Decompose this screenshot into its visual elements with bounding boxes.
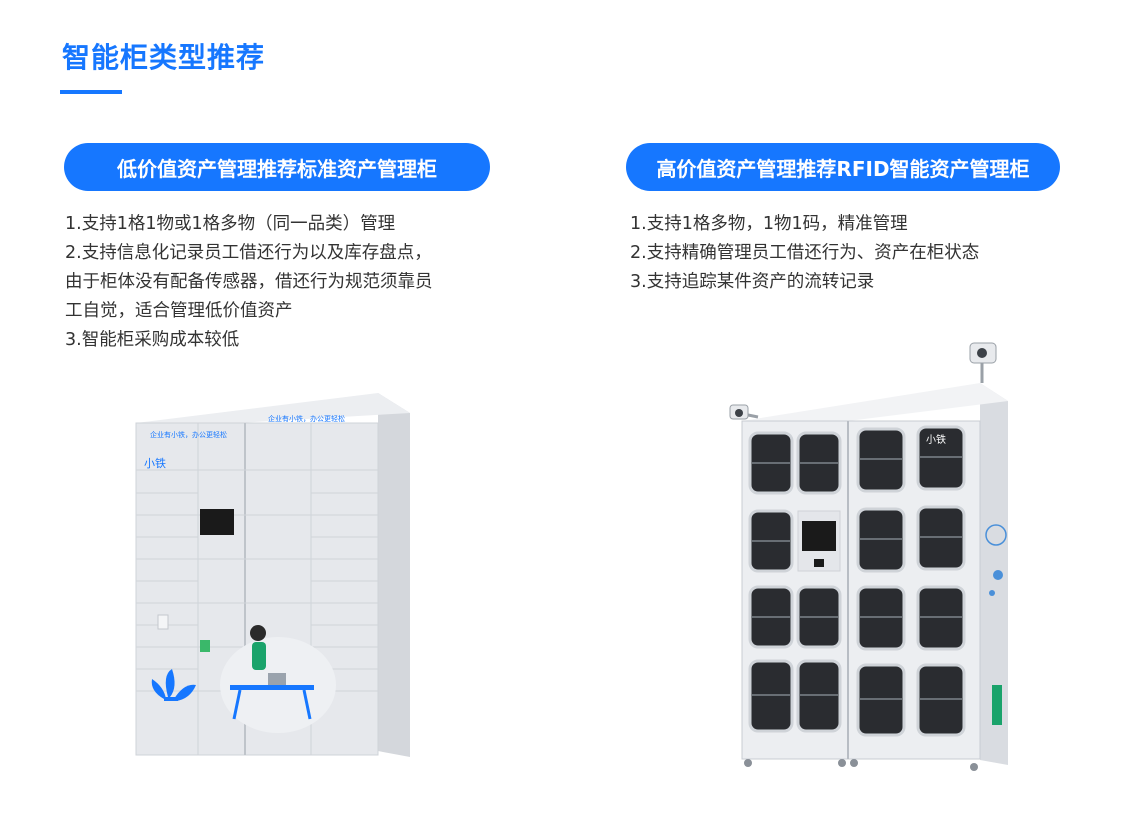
standard-asset-cabinet-image: 企业有小铁，办公更轻松 企业有小铁，办公更轻松 小铁 <box>135 393 410 757</box>
cabinet-screen <box>200 509 234 535</box>
title-underline <box>60 90 122 94</box>
left-feature-item: 2.支持信息化记录员工借还行为以及库存盘点， <box>65 243 432 263</box>
left-feature-list: 1.支持1格1物或1格多物（同一品类）管理 2.支持信息化记录员工借还行为以及库… <box>65 210 433 355</box>
right-section-heading: 高价值资产管理推荐RFID智能资产管理柜 <box>626 143 1060 191</box>
left-feature-item: 工自觉，适合管理低价值资产 <box>65 301 293 321</box>
right-feature-item: 2.支持精确管理员工借还行为、资产在柜状态 <box>630 243 980 263</box>
right-feature-item: 3.支持追踪某件资产的流转记录 <box>630 272 875 292</box>
cabinet-logo: 小铁 <box>926 433 946 446</box>
cabinet-slogan: 企业有小铁，办公更轻松 <box>268 414 345 423</box>
right-feature-list: 1.支持1格多物，1物1码，精准管理 2.支持精确管理员工借还行为、资产在柜状态… <box>630 210 979 297</box>
left-section-heading: 低价值资产管理推荐标准资产管理柜 <box>64 143 490 191</box>
camera-icon <box>969 342 997 383</box>
page-title: 智能柜类型推荐 <box>62 41 266 74</box>
cabinet-screen <box>802 521 836 551</box>
left-feature-item: 由于柜体没有配备传感器，借还行为规范须靠员 <box>65 272 433 292</box>
camera-icon <box>729 404 759 420</box>
cabinet-slogan: 企业有小铁，办公更轻松 <box>150 430 227 439</box>
cabinet-logo: 小铁 <box>144 457 166 470</box>
person-illustration <box>250 625 266 641</box>
right-feature-item: 1.支持1格多物，1物1码，精准管理 <box>630 214 908 234</box>
rfid-asset-cabinet-image: 小铁 <box>729 342 1008 771</box>
left-feature-item: 1.支持1格1物或1格多物（同一品类）管理 <box>65 214 396 234</box>
left-feature-item: 3.智能柜采购成本较低 <box>65 330 240 350</box>
